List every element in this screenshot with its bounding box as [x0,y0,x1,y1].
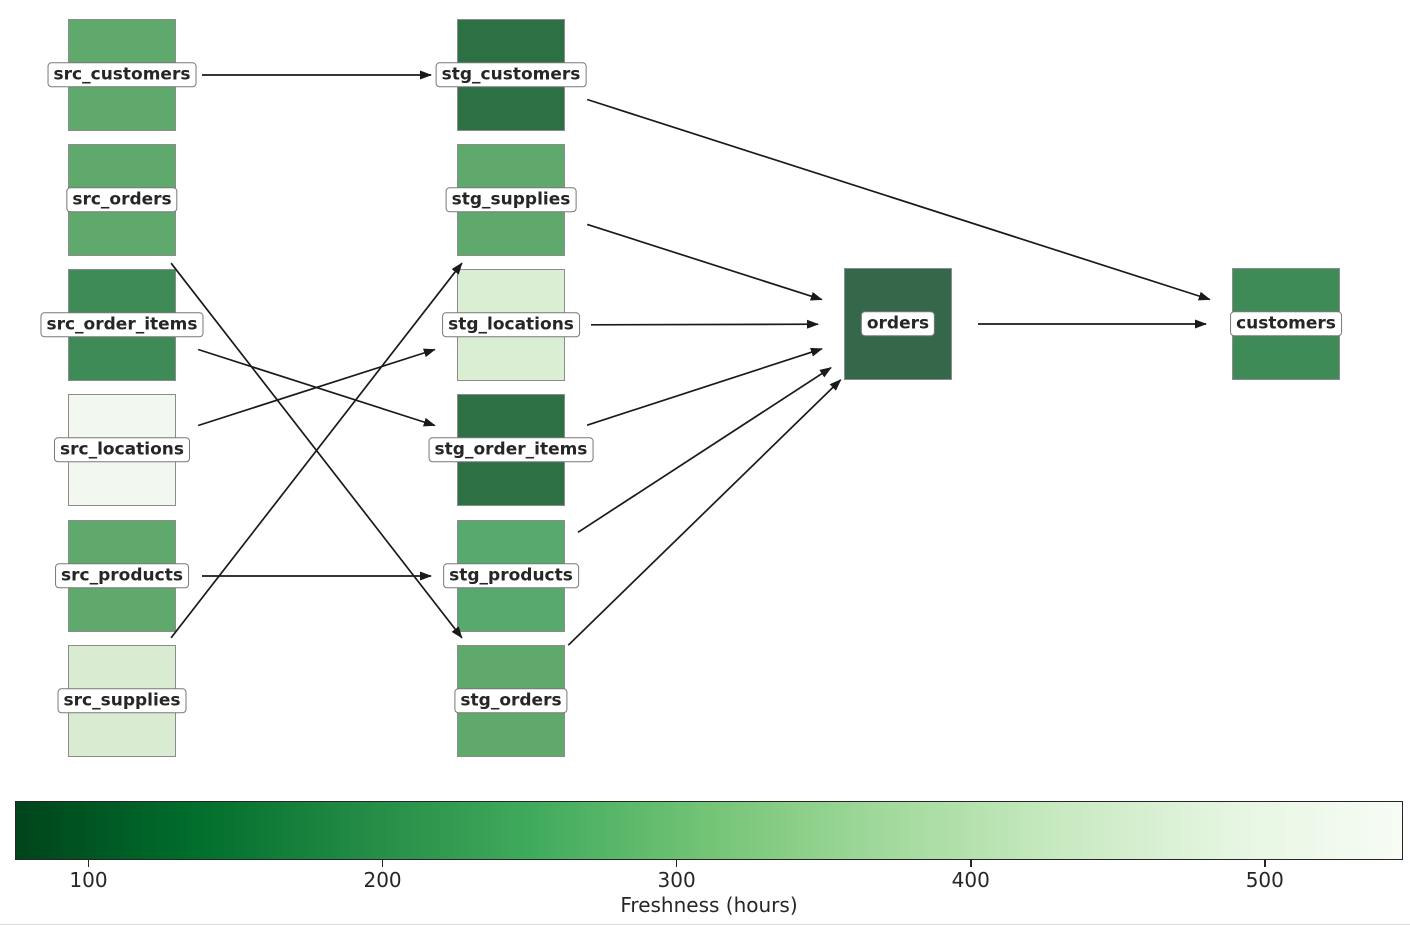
colorbar-tick-mark [87,860,90,867]
node-label-orders[interactable]: orders [860,311,936,337]
node-label-stg-orders[interactable]: stg_orders [454,688,568,714]
node-label-stg-supplies[interactable]: stg_supplies [445,187,577,213]
node-label-src-orders[interactable]: src_orders [66,187,178,213]
edge-stg-order-items-to-orders [586,347,823,427]
edge-stg-locations-to-orders [590,319,819,329]
colorbar-tick-mark [675,860,678,867]
node-label-src-supplies[interactable]: src_supplies [57,688,187,714]
colorbar-tick-label: 100 [69,868,108,892]
colorbar-tick-label: 400 [951,868,990,892]
node-label-stg-customers[interactable]: stg_customers [435,62,587,88]
colorbar: 100 200 300 400 500 Freshness (hours) [0,780,1410,926]
edge-src-locations-to-stg-locations [197,348,436,427]
edge-src-supplies-to-stg-supplies [170,262,463,639]
edges-layer [170,70,1211,646]
colorbar-tick-mark [1263,860,1266,867]
node-label-stg-order-items[interactable]: stg_order_items [428,437,594,463]
node-label-stg-locations[interactable]: stg_locations [442,312,580,338]
colorbar-tick-label: 300 [657,868,696,892]
edge-stg-products-to-orders [577,366,832,534]
node-label-src-customers[interactable]: src_customers [47,62,197,88]
colorbar-gradient [15,801,1403,860]
colorbar-tick-label: 200 [363,868,402,892]
figure-bottom-border [0,924,1410,925]
node-label-src-locations[interactable]: src_locations [54,437,190,463]
node-label-src-order-items[interactable]: src_order_items [40,312,204,338]
node-label-src-products[interactable]: src_products [55,563,189,589]
colorbar-tick-mark [381,860,384,867]
colorbar-tick-mark [969,860,972,867]
edge-stg-supplies-to-orders [586,223,823,301]
edge-stg-customers-to-customers [586,98,1211,301]
node-label-stg-products[interactable]: stg_products [443,563,579,589]
colorbar-tick-label: 500 [1245,868,1284,892]
colorbar-axis-label: Freshness (hours) [620,893,798,917]
node-label-customers[interactable]: customers [1230,311,1342,337]
edge-stg-orders-to-orders [567,379,842,646]
